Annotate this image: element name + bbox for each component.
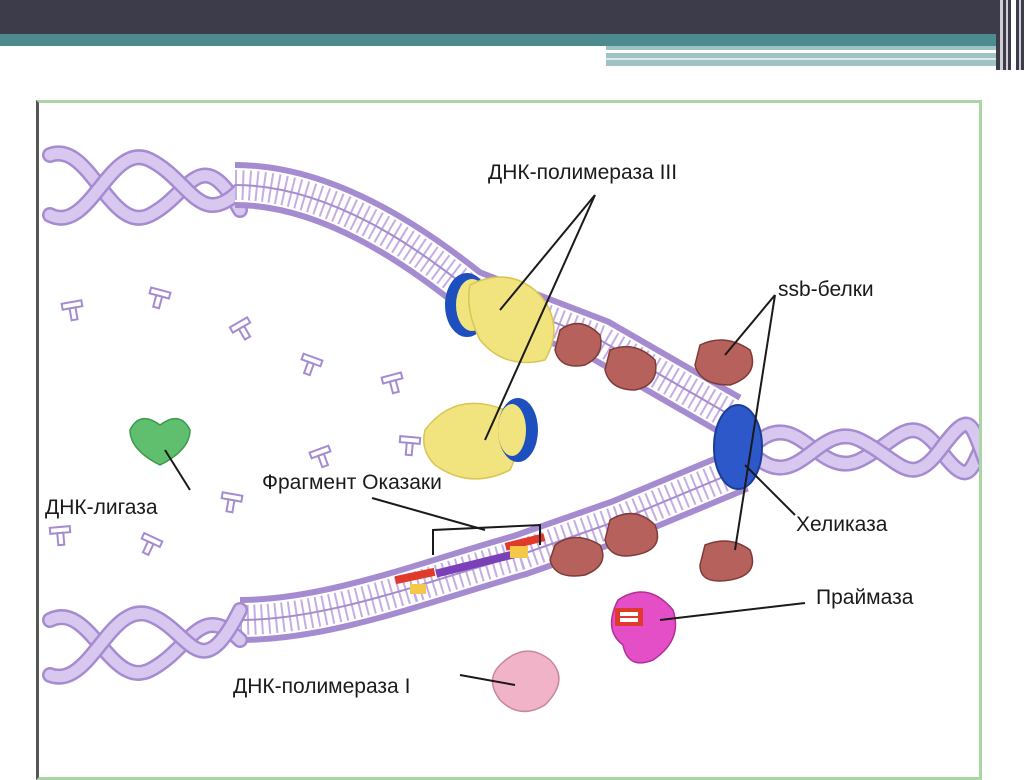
primase [610, 591, 677, 664]
label-primase: Праймаза [816, 586, 914, 609]
dna-polymerase-iii-lower [423, 398, 538, 480]
label-helicase: Хеликаза [796, 513, 888, 536]
corner-bars [996, 0, 1024, 70]
dna-ligase [129, 417, 191, 466]
dna-polymerase-iii-upper [445, 273, 555, 364]
accent-stripe-line [606, 50, 1000, 53]
label-ssb-proteins: ssb-белки [778, 278, 874, 301]
okazaki-fragment-strand [394, 533, 546, 594]
accent-stripe [0, 34, 1000, 46]
label-dna-ligase: ДНК-лигаза [45, 496, 158, 519]
ssb-protein-cluster [549, 322, 754, 582]
title-bar [0, 0, 1024, 34]
label-dna-polymerase-iii: ДНК-полимераза III [488, 161, 678, 184]
label-okazaki-fragment: Фрагмент Оказаки [262, 471, 442, 494]
helicase [713, 404, 763, 490]
dna-polymerase-i [491, 650, 560, 713]
accent-stripe-line-2 [606, 58, 1000, 60]
dna-helix-right [752, 416, 979, 481]
free-nucleotides [48, 286, 422, 557]
label-dna-polymerase-i: ДНК-полимераза I [233, 675, 411, 698]
dna-helix-upper-left [42, 145, 248, 226]
dna-helix-lower-left [42, 602, 248, 685]
leader-lines [164, 194, 806, 686]
